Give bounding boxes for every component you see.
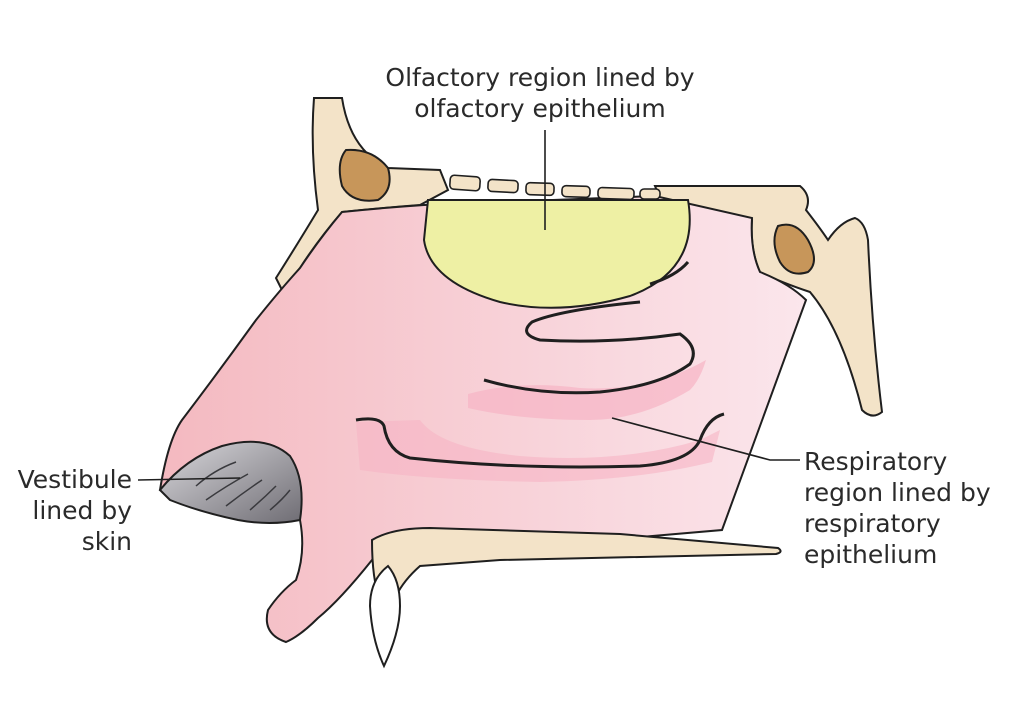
- respiratory-leader-line: [611, 417, 800, 461]
- middle-turbinate-shade: [468, 360, 706, 420]
- label-line: Respiratory: [804, 447, 948, 476]
- olfactory-region: [422, 199, 691, 309]
- superior-turbinate: [649, 260, 690, 286]
- label-line: lined by: [32, 496, 132, 525]
- cribriform-plate: [449, 174, 661, 201]
- label-line: respiratory: [804, 509, 941, 538]
- sphenoid-sinus: [773, 223, 815, 275]
- inferior-turbinate: [355, 412, 725, 469]
- frontal-sinus: [338, 148, 391, 202]
- label-line: olfactory epithelium: [414, 94, 666, 123]
- middle-turbinate: [483, 300, 695, 395]
- hard-palate: [370, 526, 782, 602]
- respiratory-region-label: Respiratory region lined by respiratory …: [804, 446, 991, 570]
- incisor-tooth: [368, 564, 402, 669]
- vestibule-leader-line: [137, 477, 241, 481]
- label-line: Vestibule: [17, 465, 132, 494]
- vestibule-label: Vestibule lined by skin: [6, 464, 132, 557]
- vestibule-skin: [158, 440, 303, 524]
- label-line: region lined by: [804, 478, 991, 507]
- label-line: skin: [81, 527, 132, 556]
- olfactory-region-label: Olfactory region lined by olfactory epit…: [340, 62, 740, 124]
- vestibule-hairs: [195, 461, 291, 511]
- label-line: epithelium: [804, 540, 938, 569]
- label-line: Olfactory region lined by: [385, 63, 695, 92]
